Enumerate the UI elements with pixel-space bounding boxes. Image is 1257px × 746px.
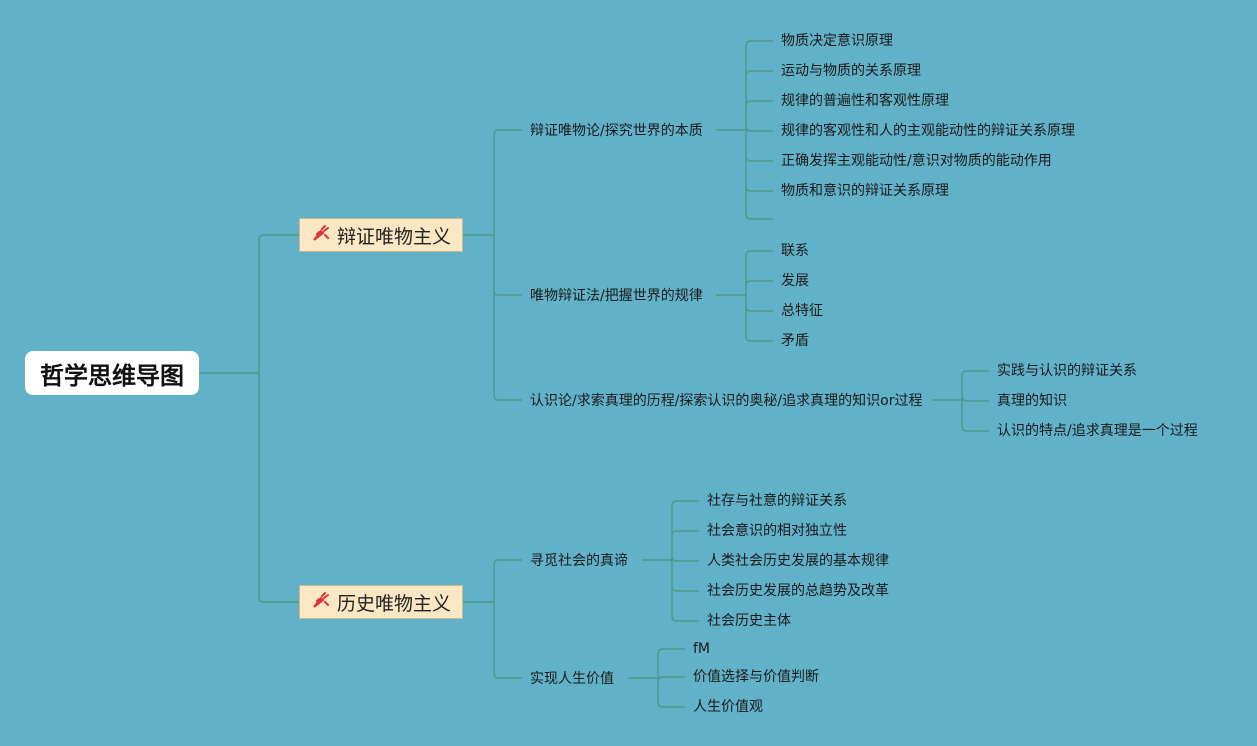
leaf-item[interactable]: 实践与认识的辩证关系 xyxy=(997,363,1137,379)
leaf-item[interactable]: fM xyxy=(693,641,711,657)
leaf-item[interactable]: 规律的客观性和人的主观能动性的辩证关系原理 xyxy=(781,123,1075,139)
connector-line xyxy=(745,213,773,220)
leaf-item[interactable]: 社会历史发展的总趋势及改革 xyxy=(707,583,889,599)
connector-line xyxy=(493,289,522,296)
connector-line xyxy=(493,394,522,401)
connector-line xyxy=(493,559,522,566)
connector-line xyxy=(671,555,699,562)
root-node[interactable]: 哲学思维导图 xyxy=(25,351,199,395)
leaf-item[interactable]: 认识的特点/追求真理是一个过程 xyxy=(997,423,1198,439)
branch-node-historical-materialism[interactable]: 历史唯物主义 xyxy=(299,585,463,619)
connector-line xyxy=(657,701,685,708)
connector-line xyxy=(258,596,299,603)
connector-line xyxy=(961,425,989,432)
topic-dialectical-materialism-ontology[interactable]: 辩证唯物论/探究世界的本质 xyxy=(530,123,703,139)
leaf-item[interactable]: 价值选择与价值判断 xyxy=(693,669,819,685)
connector-line xyxy=(493,129,522,136)
connector-line xyxy=(671,530,699,537)
leaf-item[interactable]: 真理的知识 xyxy=(997,393,1067,409)
branch-label: 辩证唯物主义 xyxy=(336,225,451,248)
leaf-item[interactable]: 物质和意识的辩证关系原理 xyxy=(781,183,949,199)
connector-line xyxy=(258,234,299,241)
brush-icon xyxy=(311,223,331,248)
topic-life-value[interactable]: 实现人生价值 xyxy=(530,671,614,687)
connector-line xyxy=(657,676,685,683)
connector-line xyxy=(745,125,773,132)
connector-line xyxy=(671,500,699,507)
connector-line xyxy=(745,100,773,107)
topic-society-truth[interactable]: 寻觅社会的真谛 xyxy=(530,553,628,569)
leaf-item[interactable]: 发展 xyxy=(781,273,809,289)
leaf-item[interactable]: 正确发挥主观能动性/意识对物质的能动作用 xyxy=(781,153,1052,169)
connector-line xyxy=(745,155,773,162)
leaf-item[interactable]: 联系 xyxy=(781,243,809,259)
brush-icon xyxy=(311,590,331,615)
leaf-item[interactable]: 矛盾 xyxy=(781,333,809,349)
connector-line xyxy=(745,250,773,257)
connector-line xyxy=(745,185,773,192)
branch-label: 历史唯物主义 xyxy=(336,592,451,615)
branch-node-dialectical-materialism[interactable]: 辩证唯物主义 xyxy=(299,218,463,252)
leaf-item[interactable]: 人类社会历史发展的基本规律 xyxy=(707,553,889,569)
connector-line xyxy=(671,585,699,592)
connector-line xyxy=(745,40,773,47)
topic-epistemology[interactable]: 认识论/求索真理的历程/探索认识的奥秘/追求真理的知识or过程 xyxy=(530,393,923,409)
leaf-item[interactable]: 社存与社意的辩证关系 xyxy=(707,493,847,509)
connector-line xyxy=(745,305,773,312)
leaf-item[interactable]: 物质决定意识原理 xyxy=(781,33,893,49)
topic-materialist-dialectics[interactable]: 唯物辩证法/把握世界的规律 xyxy=(530,288,703,304)
connector-line xyxy=(745,335,773,342)
connector-line xyxy=(961,370,989,377)
leaf-item[interactable]: 运动与物质的关系原理 xyxy=(781,63,921,79)
connector-line xyxy=(961,395,989,402)
connector-line xyxy=(745,280,773,287)
leaf-item[interactable]: 规律的普遍性和客观性原理 xyxy=(781,93,949,109)
leaf-item[interactable]: 总特征 xyxy=(781,303,823,319)
connector-line xyxy=(671,615,699,622)
connector-line xyxy=(493,672,522,679)
leaf-item[interactable]: 人生价值观 xyxy=(693,699,763,715)
connector-line xyxy=(745,70,773,77)
connector-line xyxy=(657,648,685,655)
leaf-item[interactable]: 社会历史主体 xyxy=(707,613,791,629)
leaf-item[interactable]: 社会意识的相对独立性 xyxy=(707,523,847,539)
